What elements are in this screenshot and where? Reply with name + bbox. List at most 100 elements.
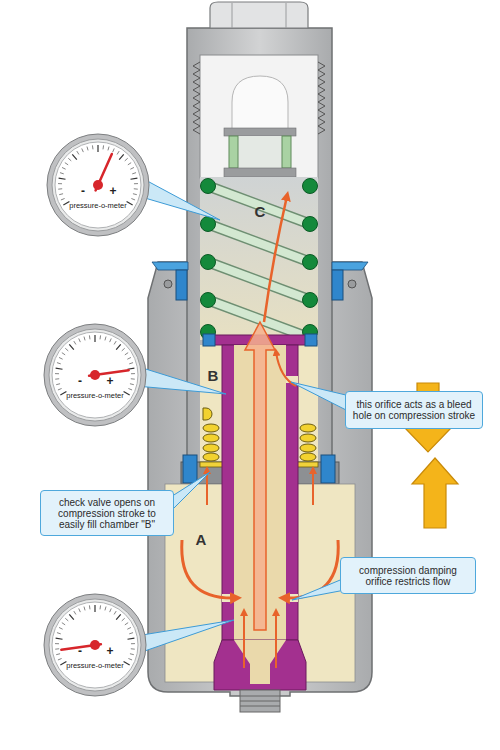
gauge-bezel (44, 594, 146, 696)
gauge-tick (105, 337, 106, 341)
gauge-tick (82, 148, 84, 152)
gauge-tick (79, 338, 81, 342)
scale-sign: + (106, 375, 113, 387)
gauge-tick (62, 623, 65, 625)
pressure-gauge: -+pressure-o-meter (43, 593, 147, 697)
nut-edge (286, 3, 287, 28)
gauge-tick (65, 348, 68, 351)
gauge-tick (59, 357, 63, 359)
spring-coil (201, 293, 216, 308)
gauge-label: pressure-o-meter (66, 662, 124, 670)
gauge-tick (94, 335, 95, 342)
gauge-bezel (47, 134, 149, 236)
bolt-thread (240, 696, 280, 697)
gauge-tick (58, 388, 62, 389)
callout-leader (292, 578, 345, 600)
gauge-tick (131, 198, 135, 199)
gauge-ring (49, 599, 141, 691)
needle-hub (90, 370, 100, 380)
gauge-tick (58, 183, 62, 184)
spring-coil (201, 255, 216, 270)
gauge-tick (74, 341, 76, 344)
plug-core (229, 136, 291, 168)
gauge-tick (59, 627, 63, 629)
flow-arrow (275, 612, 277, 668)
spring-coil (201, 179, 216, 194)
gauge-tick (129, 363, 133, 364)
tube-base (214, 640, 306, 690)
gauge-tick (134, 183, 138, 184)
gauge-tick (60, 392, 66, 396)
gauge-tick (57, 363, 61, 364)
gauge-tick (55, 378, 59, 379)
gauge-tick (132, 173, 136, 174)
gauge-tick (134, 188, 138, 189)
chamber-c (200, 177, 318, 340)
gauge-tick (108, 147, 109, 151)
seal (332, 270, 343, 300)
bleed-flow-arrow (276, 352, 296, 386)
gauge-tick (56, 638, 63, 639)
thread (193, 62, 200, 134)
gauge-tick (131, 643, 135, 644)
check-flow-arrow (312, 470, 314, 505)
pressure-gauge: -+pressure-o-meter (46, 133, 150, 237)
seal-clip (152, 262, 188, 270)
scale-sign: - (78, 645, 82, 657)
gauge-tick (62, 353, 65, 355)
gauge-tick (62, 167, 66, 169)
flange-seal (203, 334, 215, 346)
gauge-tick (105, 607, 106, 611)
gauge-dial (43, 593, 147, 697)
plug-band (224, 128, 296, 136)
gauge-tick (116, 614, 120, 619)
gauge-leader (136, 366, 226, 394)
bolt-thread (240, 706, 280, 707)
chamber-letter: C (255, 204, 266, 220)
gauge-tick (92, 145, 94, 149)
piston-seal (321, 455, 335, 483)
valve-spring-coil (300, 444, 316, 452)
gauge-tick (130, 653, 134, 655)
flow-arrow (264, 196, 287, 322)
bolt-thread (240, 701, 280, 702)
gauge-dial (43, 323, 147, 427)
gauge-tick (128, 388, 132, 389)
gauge-tick (130, 383, 134, 385)
tube-base-bore (234, 640, 286, 684)
callout-text: compression damping orifice restricts fl… (345, 565, 471, 587)
gauge-tick (129, 633, 133, 634)
top-plug (232, 76, 288, 130)
gauge-ring (52, 139, 144, 231)
callout-box: compression damping orifice restricts fl… (340, 557, 476, 594)
spring-wire (208, 262, 310, 300)
gauge-tick (84, 337, 85, 341)
valve-stop (203, 408, 212, 420)
callout-leader (291, 382, 350, 412)
pressure-gauge: -+pressure-o-meter (43, 323, 147, 427)
spring-wire (208, 186, 310, 224)
gauge-tick (69, 614, 73, 619)
callout-box: this orifice acts as a bleed hole on com… (345, 391, 483, 429)
gauge-ring (49, 329, 141, 421)
seal-ball (164, 280, 172, 288)
valve-spring-coil (300, 453, 316, 461)
gauge-tick (79, 608, 81, 612)
gauge-tick (131, 373, 135, 374)
spring-coil (303, 179, 318, 194)
gauge-face (52, 602, 138, 688)
gauge-bezel (44, 324, 146, 426)
valve-spring-coil (300, 424, 316, 432)
valve-spring-coil (203, 444, 219, 452)
spring-coil (303, 217, 318, 232)
spring-wire (208, 224, 310, 262)
gauge-tick (65, 618, 68, 621)
gauge-tick (56, 383, 60, 385)
scale-sign: - (81, 185, 85, 197)
gauge-tick (117, 151, 119, 154)
chamber-letter: A (196, 532, 207, 548)
stroke-arrow-up (412, 458, 458, 528)
gauge-tick (65, 163, 68, 165)
scale-sign: + (109, 185, 116, 197)
gauge-tick (68, 158, 71, 161)
